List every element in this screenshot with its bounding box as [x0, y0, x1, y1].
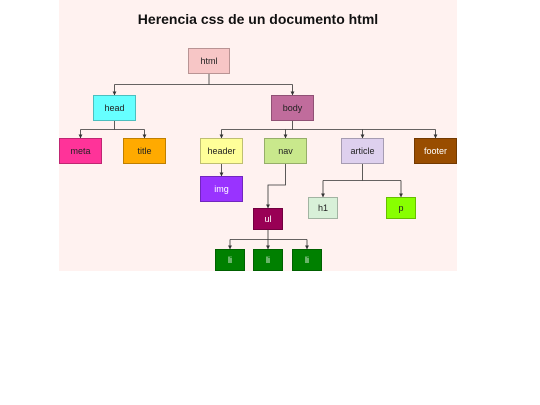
node-article: article [341, 138, 384, 164]
node-header: header [200, 138, 243, 164]
node-head: head [93, 95, 136, 121]
node-p: p [386, 197, 416, 219]
node-html: html [188, 48, 230, 74]
node-title: title [123, 138, 166, 164]
node-img: img [200, 176, 243, 202]
node-footer: footer [414, 138, 457, 164]
node-li3: li [292, 249, 322, 271]
node-ul: ul [253, 208, 283, 230]
node-meta: meta [59, 138, 102, 164]
node-body: body [271, 95, 314, 121]
diagram-title: Herencia css de un documento html [137, 11, 379, 27]
node-li1: li [215, 249, 245, 271]
node-nav: nav [264, 138, 307, 164]
edge-nav-ul [266, 164, 286, 209]
node-li2: li [253, 249, 283, 271]
node-h1: h1 [308, 197, 338, 219]
